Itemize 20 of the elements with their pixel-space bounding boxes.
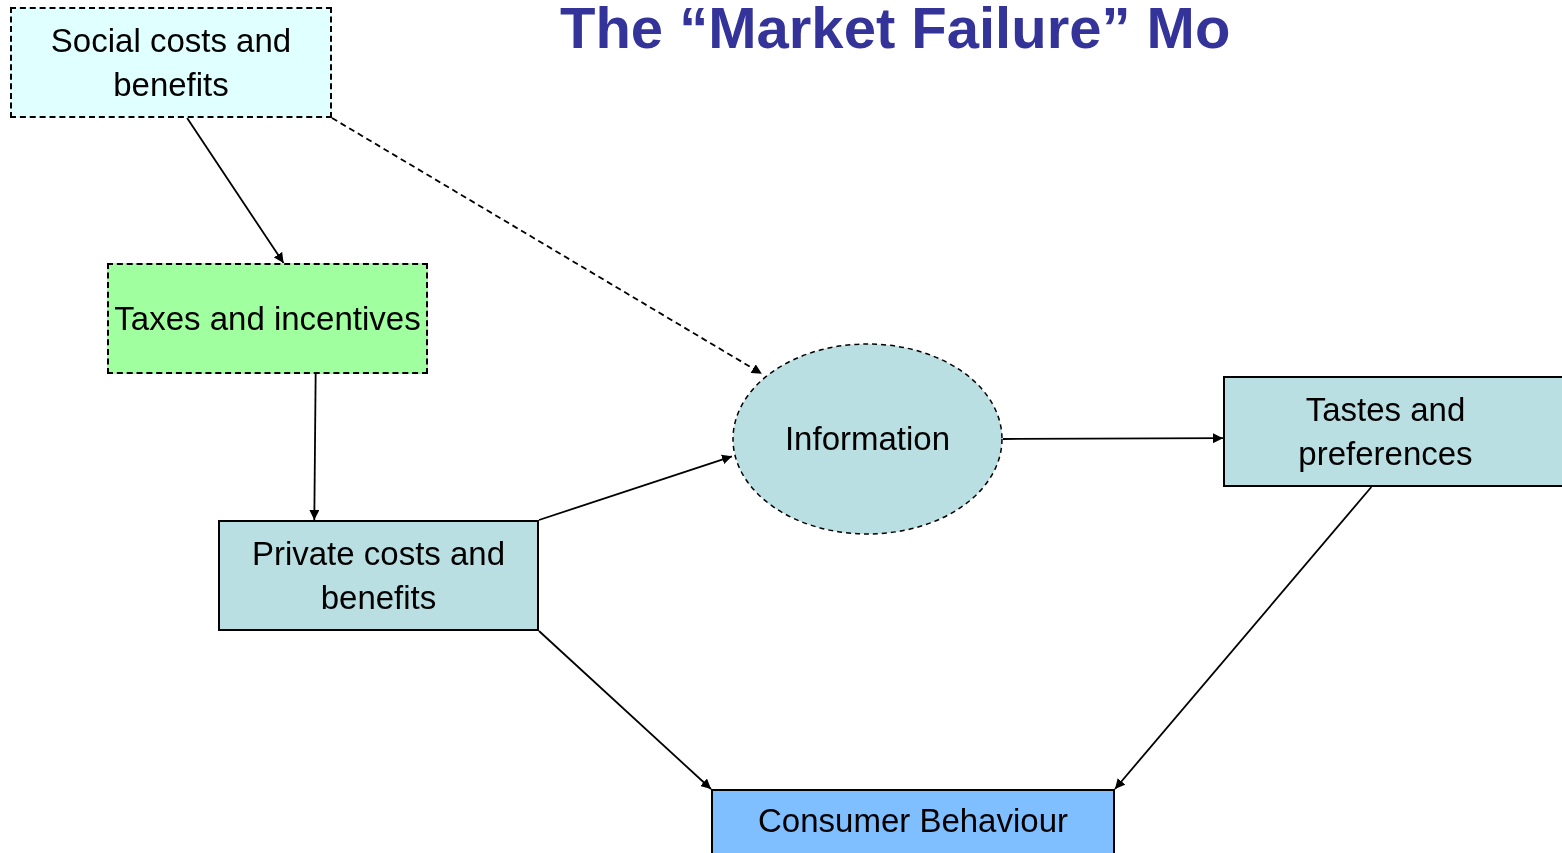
arrow [1002,433,1224,444]
node-label: Tastes and preferences [1297,389,1474,474]
process-box [1223,376,1562,487]
node-label: Consumer Behaviour [758,801,1068,841]
arrow [538,454,733,521]
node-label: Taxes and incentives [114,298,421,339]
arrow [1114,486,1373,790]
arrow [186,117,285,264]
node-label: Social costs and benefits [49,20,293,105]
process-box [10,7,332,118]
arrow [331,117,763,375]
ellipse-node [732,343,1003,535]
process-box [218,520,539,631]
process-box [107,263,428,374]
node-label: Private costs and benefits [250,533,507,618]
arrow [538,630,712,790]
title: The “Market Failure” Mo [560,0,1231,61]
arrow [309,373,320,521]
process-box [711,789,1115,853]
node-label: Information [784,419,951,459]
